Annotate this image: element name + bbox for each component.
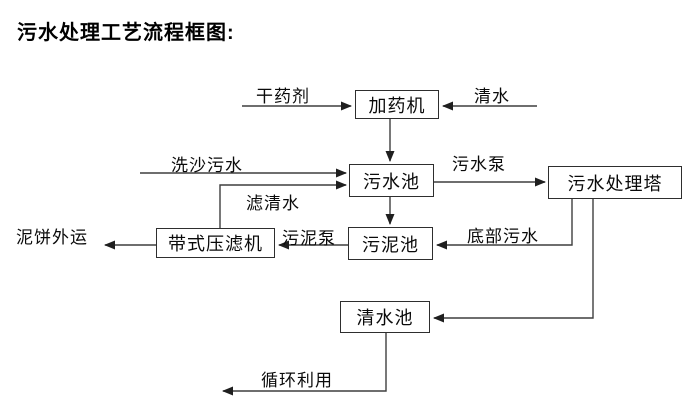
page-title: 污水处理工艺流程框图: bbox=[17, 22, 235, 44]
label-mud-cake-out: 泥饼外运 bbox=[16, 228, 88, 247]
node-sewage-pool: 污水池 bbox=[349, 164, 434, 197]
label-clean-water: 清水 bbox=[474, 87, 510, 106]
node-sludge-pool: 污泥池 bbox=[348, 227, 433, 260]
arrow-filtered-water-press-to-sewage-pool bbox=[219, 180, 347, 228]
node-dosing-machine: 加药机 bbox=[355, 90, 439, 119]
label-sewage-pump: 污水泵 bbox=[452, 155, 506, 174]
label-dry-agent: 干药剂 bbox=[256, 87, 310, 106]
label-filtered-water: 滤清水 bbox=[246, 194, 300, 213]
node-sludge-pool-label: 污泥池 bbox=[362, 234, 419, 255]
label-sludge-pump: 污泥泵 bbox=[282, 229, 336, 248]
node-sewage-pool-label: 污水池 bbox=[363, 171, 420, 192]
arrow-clean-water-pool-to-recycle bbox=[222, 333, 387, 396]
node-dosing-machine-label: 加药机 bbox=[368, 95, 426, 116]
label-recycle-use: 循环利用 bbox=[261, 371, 333, 390]
node-belt-filter-press: 带式压滤机 bbox=[156, 228, 275, 258]
node-clean-water-pool: 清水池 bbox=[340, 301, 430, 333]
label-bottom-sewage: 底部污水 bbox=[467, 227, 539, 246]
node-clean-water-pool-label: 清水池 bbox=[356, 308, 414, 328]
node-treatment-tower-label: 污水处理塔 bbox=[567, 173, 663, 194]
arrow-bottom-sewage-tower-to-sludge-pool bbox=[436, 199, 573, 250]
label-sand-washing-sewage: 洗沙污水 bbox=[171, 156, 243, 175]
node-treatment-tower: 污水处理塔 bbox=[548, 166, 682, 199]
arrow-tower-to-clean-water-pool bbox=[433, 199, 594, 323]
node-belt-filter-press-label: 带式压滤机 bbox=[168, 234, 263, 254]
